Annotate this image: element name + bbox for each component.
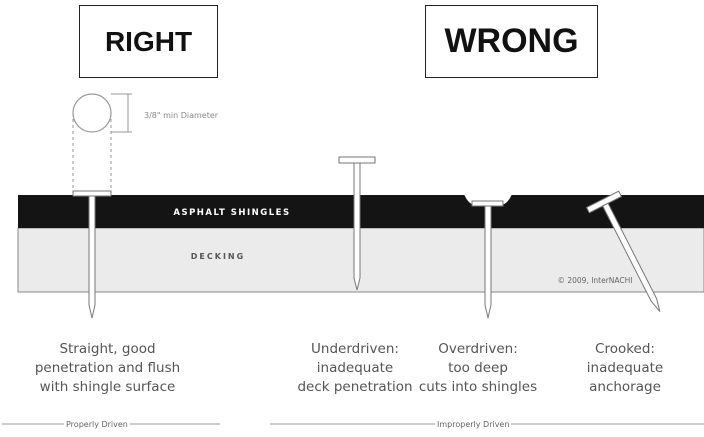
- caption-crooked: Crooked: inadequate anchorage: [570, 340, 680, 397]
- nail-head: [338, 156, 376, 164]
- nail-shank: [602, 202, 661, 312]
- caption-correct: Straight, good penetration and flush wit…: [20, 340, 195, 397]
- caption-line: anchorage: [589, 379, 661, 395]
- nail-crooked: [585, 190, 661, 312]
- footer-label-improper: Improperly Driven: [435, 420, 512, 429]
- nail-shank: [353, 162, 361, 291]
- nail-head: [471, 200, 504, 207]
- caption-line: deck penetration: [297, 379, 413, 395]
- nail-head-circle: [72, 93, 112, 133]
- diameter-detail: 3/8" min Diameter: [72, 93, 219, 192]
- shingles-label: ASPHALT SHINGLES: [173, 208, 290, 218]
- caption-line: inadequate: [586, 360, 664, 376]
- caption-line: inadequate: [316, 360, 394, 376]
- decking-label: DECKING: [191, 252, 245, 261]
- caption-line: penetration and flush: [34, 360, 181, 376]
- caption-line: Straight, good: [59, 341, 156, 357]
- diameter-label: 3/8" min Diameter: [144, 111, 219, 120]
- nail-overdriven: [464, 194, 512, 319]
- nail-head: [72, 190, 112, 197]
- copyright-label: © 2009, InterNACHI: [557, 276, 632, 285]
- caption-line: too deep: [448, 360, 508, 376]
- caption-line: Overdriven:: [438, 341, 518, 357]
- nail-shank: [88, 195, 96, 319]
- wrong-header-label: WRONG: [444, 22, 579, 60]
- caption-line: cuts into shingles: [418, 379, 538, 395]
- wrong-header-box: WRONG: [425, 5, 598, 78]
- caption-line: with shingle surface: [39, 379, 176, 395]
- caption-line: Crooked:: [595, 341, 655, 357]
- caption-overdriven: Overdriven: too deep cuts into shingles: [413, 340, 543, 397]
- nail-underdriven: [338, 156, 376, 291]
- caption-line: Underdriven:: [311, 341, 399, 357]
- caption-underdriven: Underdriven: inadequate deck penetration: [290, 340, 420, 397]
- right-header-label: RIGHT: [104, 25, 193, 57]
- nail-correct: [72, 190, 112, 319]
- nail-shank: [484, 205, 492, 319]
- footer-label-proper: Properly Driven: [64, 420, 130, 429]
- right-header-box: RIGHT: [79, 5, 218, 78]
